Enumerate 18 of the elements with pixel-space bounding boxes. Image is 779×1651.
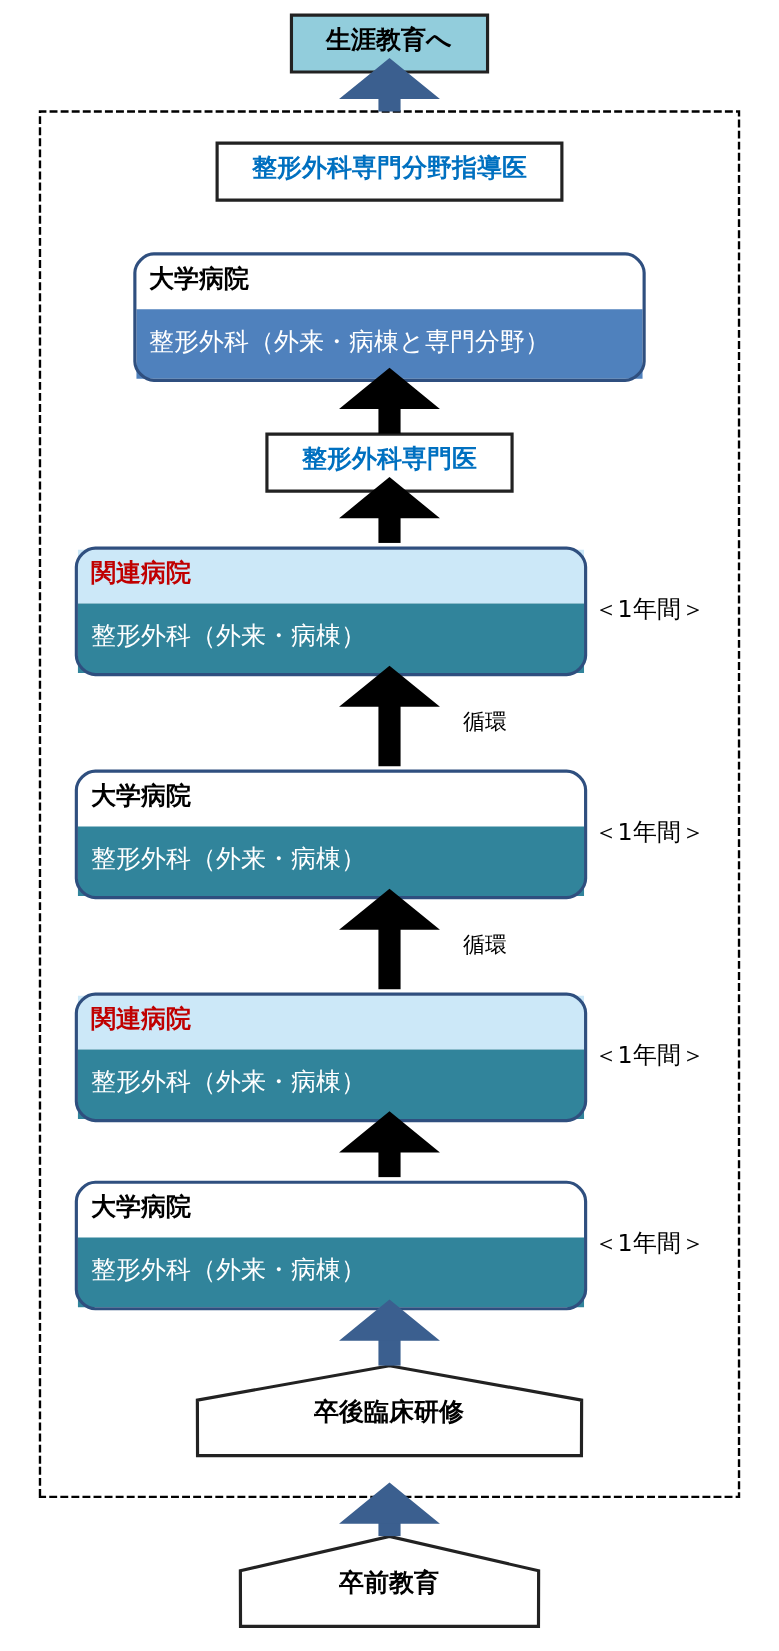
cluster <box>38 110 741 1499</box>
node-box: 生涯教育へ <box>289 13 490 74</box>
edge-label: 循環 <box>463 708 508 735</box>
arrow <box>339 57 440 112</box>
node-label: ＜1年間＞ <box>593 594 705 623</box>
arrow <box>339 665 440 767</box>
arrow <box>339 477 440 543</box>
node-label: ＜1年間＞ <box>593 1040 705 1069</box>
arrow <box>339 1299 440 1366</box>
arrow <box>339 1482 440 1537</box>
node-label: ＜1年間＞ <box>593 1229 705 1258</box>
arrow <box>339 888 440 990</box>
node-box: 整形外科専門医 <box>265 432 514 493</box>
node-box: 整形外科専門分野指導医 <box>215 141 564 202</box>
node-label: ＜1年間＞ <box>593 817 705 846</box>
edge-label: 循環 <box>463 931 508 958</box>
arrow <box>339 1111 440 1178</box>
arrow <box>339 367 440 434</box>
